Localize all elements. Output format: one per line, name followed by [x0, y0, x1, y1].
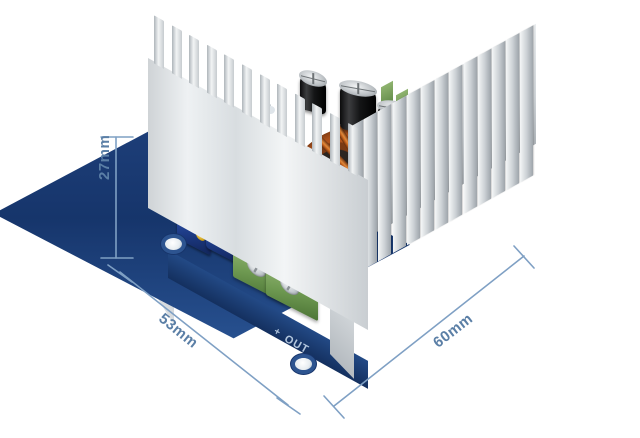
dimension-53mm-line [119, 271, 289, 406]
dimension-60mm-cap-start [323, 395, 345, 419]
dimension-27mm-label: 27mm [96, 134, 113, 180]
mounting-hole-left [165, 238, 182, 250]
dimension-60mm-label: 60mm [430, 310, 477, 352]
dimension-53mm-cap-end [276, 397, 301, 415]
dimension-53mm-cap-start [107, 264, 133, 283]
pcb-via [266, 106, 275, 114]
mounting-hole-front [295, 358, 312, 370]
dimension-60mm-line [333, 255, 525, 407]
dimension-60mm-cap-end [513, 245, 535, 269]
dimension-53mm-label: 53mm [155, 310, 202, 352]
